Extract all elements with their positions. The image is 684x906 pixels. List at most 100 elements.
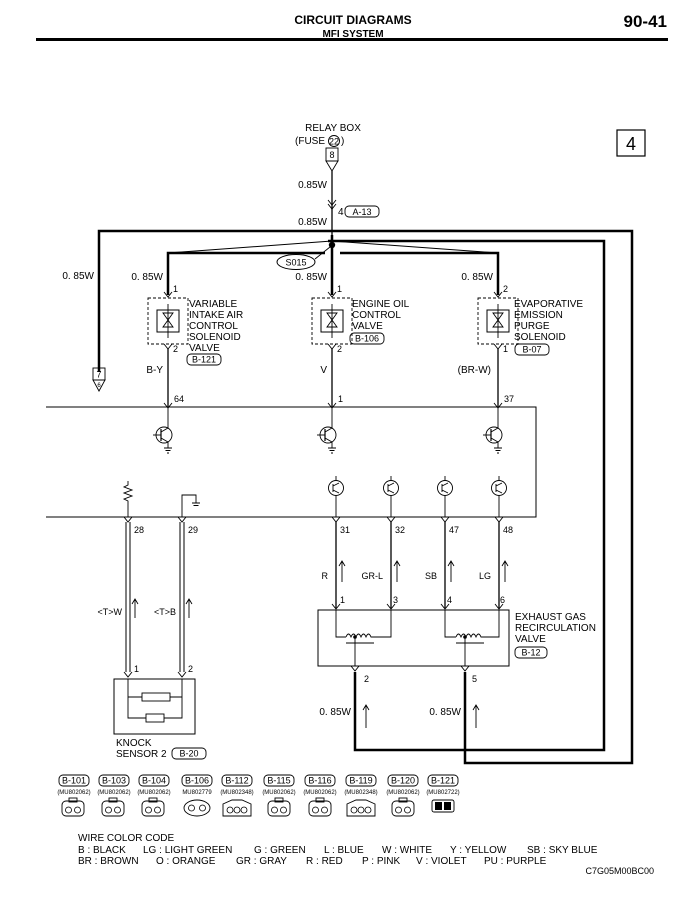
egr-coil-2-leads: [444, 610, 500, 638]
egr-connector-tag: [514, 646, 548, 659]
connector-legend-item: B-115 (MU802062): [262, 774, 296, 817]
connector-a13-pin: 4: [338, 207, 344, 218]
var-name-line-1: VARIABLE: [189, 299, 237, 310]
splice-diagonal-left: [167, 240, 333, 254]
wire-color-code-line-2: BR : BROWN O : ORANGE GR : GRAY R : RED …: [78, 856, 547, 867]
egr-ecu-pin-31: 31: [340, 525, 350, 535]
var-solenoid-outline: [147, 297, 189, 345]
var-pin-symbol-top: [163, 291, 173, 298]
connector-legend-item: B-112 (MU802348): [220, 774, 254, 817]
connector-legend-item: B-121 (MU802722): [426, 774, 460, 813]
splice-tag: [276, 254, 316, 270]
power-bus: S015 0. 85W: [62, 229, 634, 765]
evap-solenoid-outline: [477, 297, 519, 345]
knock-ecu-pin-28: 28: [134, 525, 144, 535]
connector-icon: [141, 800, 165, 817]
knock-sensor-circuit: 28 29 <T>W <T>B 1 2 KNOCK SENSOR 2 B-20: [97, 522, 207, 760]
knock-wire-label-1: <T>W: [97, 607, 122, 617]
egr-name-line-3: VALVE: [515, 634, 546, 645]
connector-id: B-106: [185, 776, 209, 786]
connector-id-tag: [138, 774, 170, 787]
var-ecu-pin: 64: [174, 394, 184, 404]
var-connector-label: B-121: [192, 355, 216, 365]
egr-pin-symbols: [331, 603, 504, 610]
connector-id-tag: [181, 774, 213, 787]
egr-name-line-2: RECIRCULATION: [515, 623, 596, 634]
egr-coil-1-tap: [353, 635, 357, 639]
connector-icon: [183, 799, 211, 817]
egr-valve-pin-6: 6: [500, 595, 505, 605]
evap-connector-tag: [514, 343, 550, 356]
egr-connector-label: B-12: [521, 648, 540, 658]
transistor-icon: [317, 408, 337, 454]
wire-size-evap: 0. 85W: [461, 272, 493, 283]
bus-inner-wire: [328, 239, 606, 752]
egr-valve-circuit: 31 32 47 48 R GR-L SB LG 1 3 4 6 2 5 EXH…: [317, 522, 596, 728]
connector-part: (MU802722): [426, 790, 459, 796]
transistor-icon: [328, 476, 344, 517]
var-name-line-5: VALVE: [189, 343, 220, 354]
egr-name-line-1: EXHAUST GAS: [515, 612, 586, 623]
connector-part: (MU802062): [386, 790, 419, 796]
oil-pin-symbol-top: [327, 291, 337, 298]
connector-legend-item: B-101 (MU802062): [57, 774, 91, 817]
connector-part: (MU802062): [137, 790, 170, 796]
connector-id-tag: [387, 774, 419, 787]
connector-id-tag: [304, 774, 336, 787]
page-header: CIRCUIT DIAGRAMS MFI SYSTEM 90-41: [36, 12, 668, 41]
evap-name-line-3: PURGE: [514, 321, 550, 332]
splice-label: S015: [285, 258, 306, 268]
egr-bottom-pin-5: 5: [472, 674, 477, 684]
ecu-outline: [46, 406, 537, 518]
egr-valve-pin-4: 4: [447, 595, 452, 605]
egr-wire-label-3: SB: [425, 571, 437, 581]
oil-name-line-3: VALVE: [352, 321, 383, 332]
connector-id: B-101: [62, 776, 86, 786]
wire-color-code-line-1: B : BLACK LG : LIGHT GREEN G : GREEN L :…: [78, 845, 598, 856]
connector-legend-item: B-119 (MU802348): [344, 774, 378, 817]
egr-valve-body: [317, 609, 510, 667]
transistor-icon: [491, 476, 507, 517]
evap-name-line-2: EMISSION: [514, 310, 563, 321]
transistor-icon: [483, 408, 503, 454]
wire-size-2: 0.85W: [298, 217, 327, 228]
oil-pin-top: 1: [337, 284, 342, 294]
relay-box-feed: RELAY BOX (FUSE 22 ) 8 0.85W 4 A-13 0.85…: [295, 123, 380, 235]
wire-size-left: 0. 85W: [62, 271, 94, 282]
evap-wire-color: (BR-W): [458, 365, 491, 376]
solenoid-icon: [492, 304, 504, 338]
connector-icon: [101, 800, 125, 817]
engine-oil-control-valve: 0. 85W 1 2 ENGINE OIL CONTROL VALVE B-10…: [295, 272, 410, 407]
oil-solenoid-outline: [311, 297, 353, 345]
oil-name-line-1: ENGINE OIL: [352, 299, 410, 310]
sheet-number: 4: [626, 134, 636, 154]
connector-id: B-115: [267, 776, 290, 786]
knock-wire-label-2: <T>B: [154, 607, 176, 617]
connector-part: (MU802062): [97, 790, 130, 796]
connector-legend: B-101 (MU802062) B-103 (MU802062) B-104 …: [57, 774, 460, 817]
connector-icon: [61, 800, 85, 817]
evap-pin-top: 2: [503, 284, 508, 294]
connector-id-tag: [263, 774, 295, 787]
wire-size-1: 0.85W: [298, 180, 327, 191]
knock-shield-wire-1: [125, 522, 131, 672]
connector-id-tag: [427, 774, 459, 787]
connector-legend-item: B-116 (MU802062): [303, 774, 337, 817]
egr-wire-label-4: LG: [479, 571, 491, 581]
page-title: CIRCUIT DIAGRAMS: [294, 13, 411, 27]
solenoid-icon: [326, 304, 338, 338]
arrow-up-icon: [338, 560, 346, 582]
oil-wire-color: V: [320, 365, 327, 376]
knock-connector-tag: [171, 747, 207, 760]
left-connector-arrow: [92, 379, 106, 392]
left-connector: 7 6: [92, 367, 106, 392]
left-connector-pin-bottom: 6: [97, 383, 101, 389]
egr-signal-wires: [335, 522, 500, 608]
evap-pin-symbol-top: [493, 291, 503, 298]
egr-wire-label-1: R: [322, 571, 329, 581]
evap-connector-label: B-07: [522, 345, 541, 355]
knock-sensor-element: [141, 692, 171, 702]
evap-name-line-4: SOLENOID: [514, 332, 566, 343]
